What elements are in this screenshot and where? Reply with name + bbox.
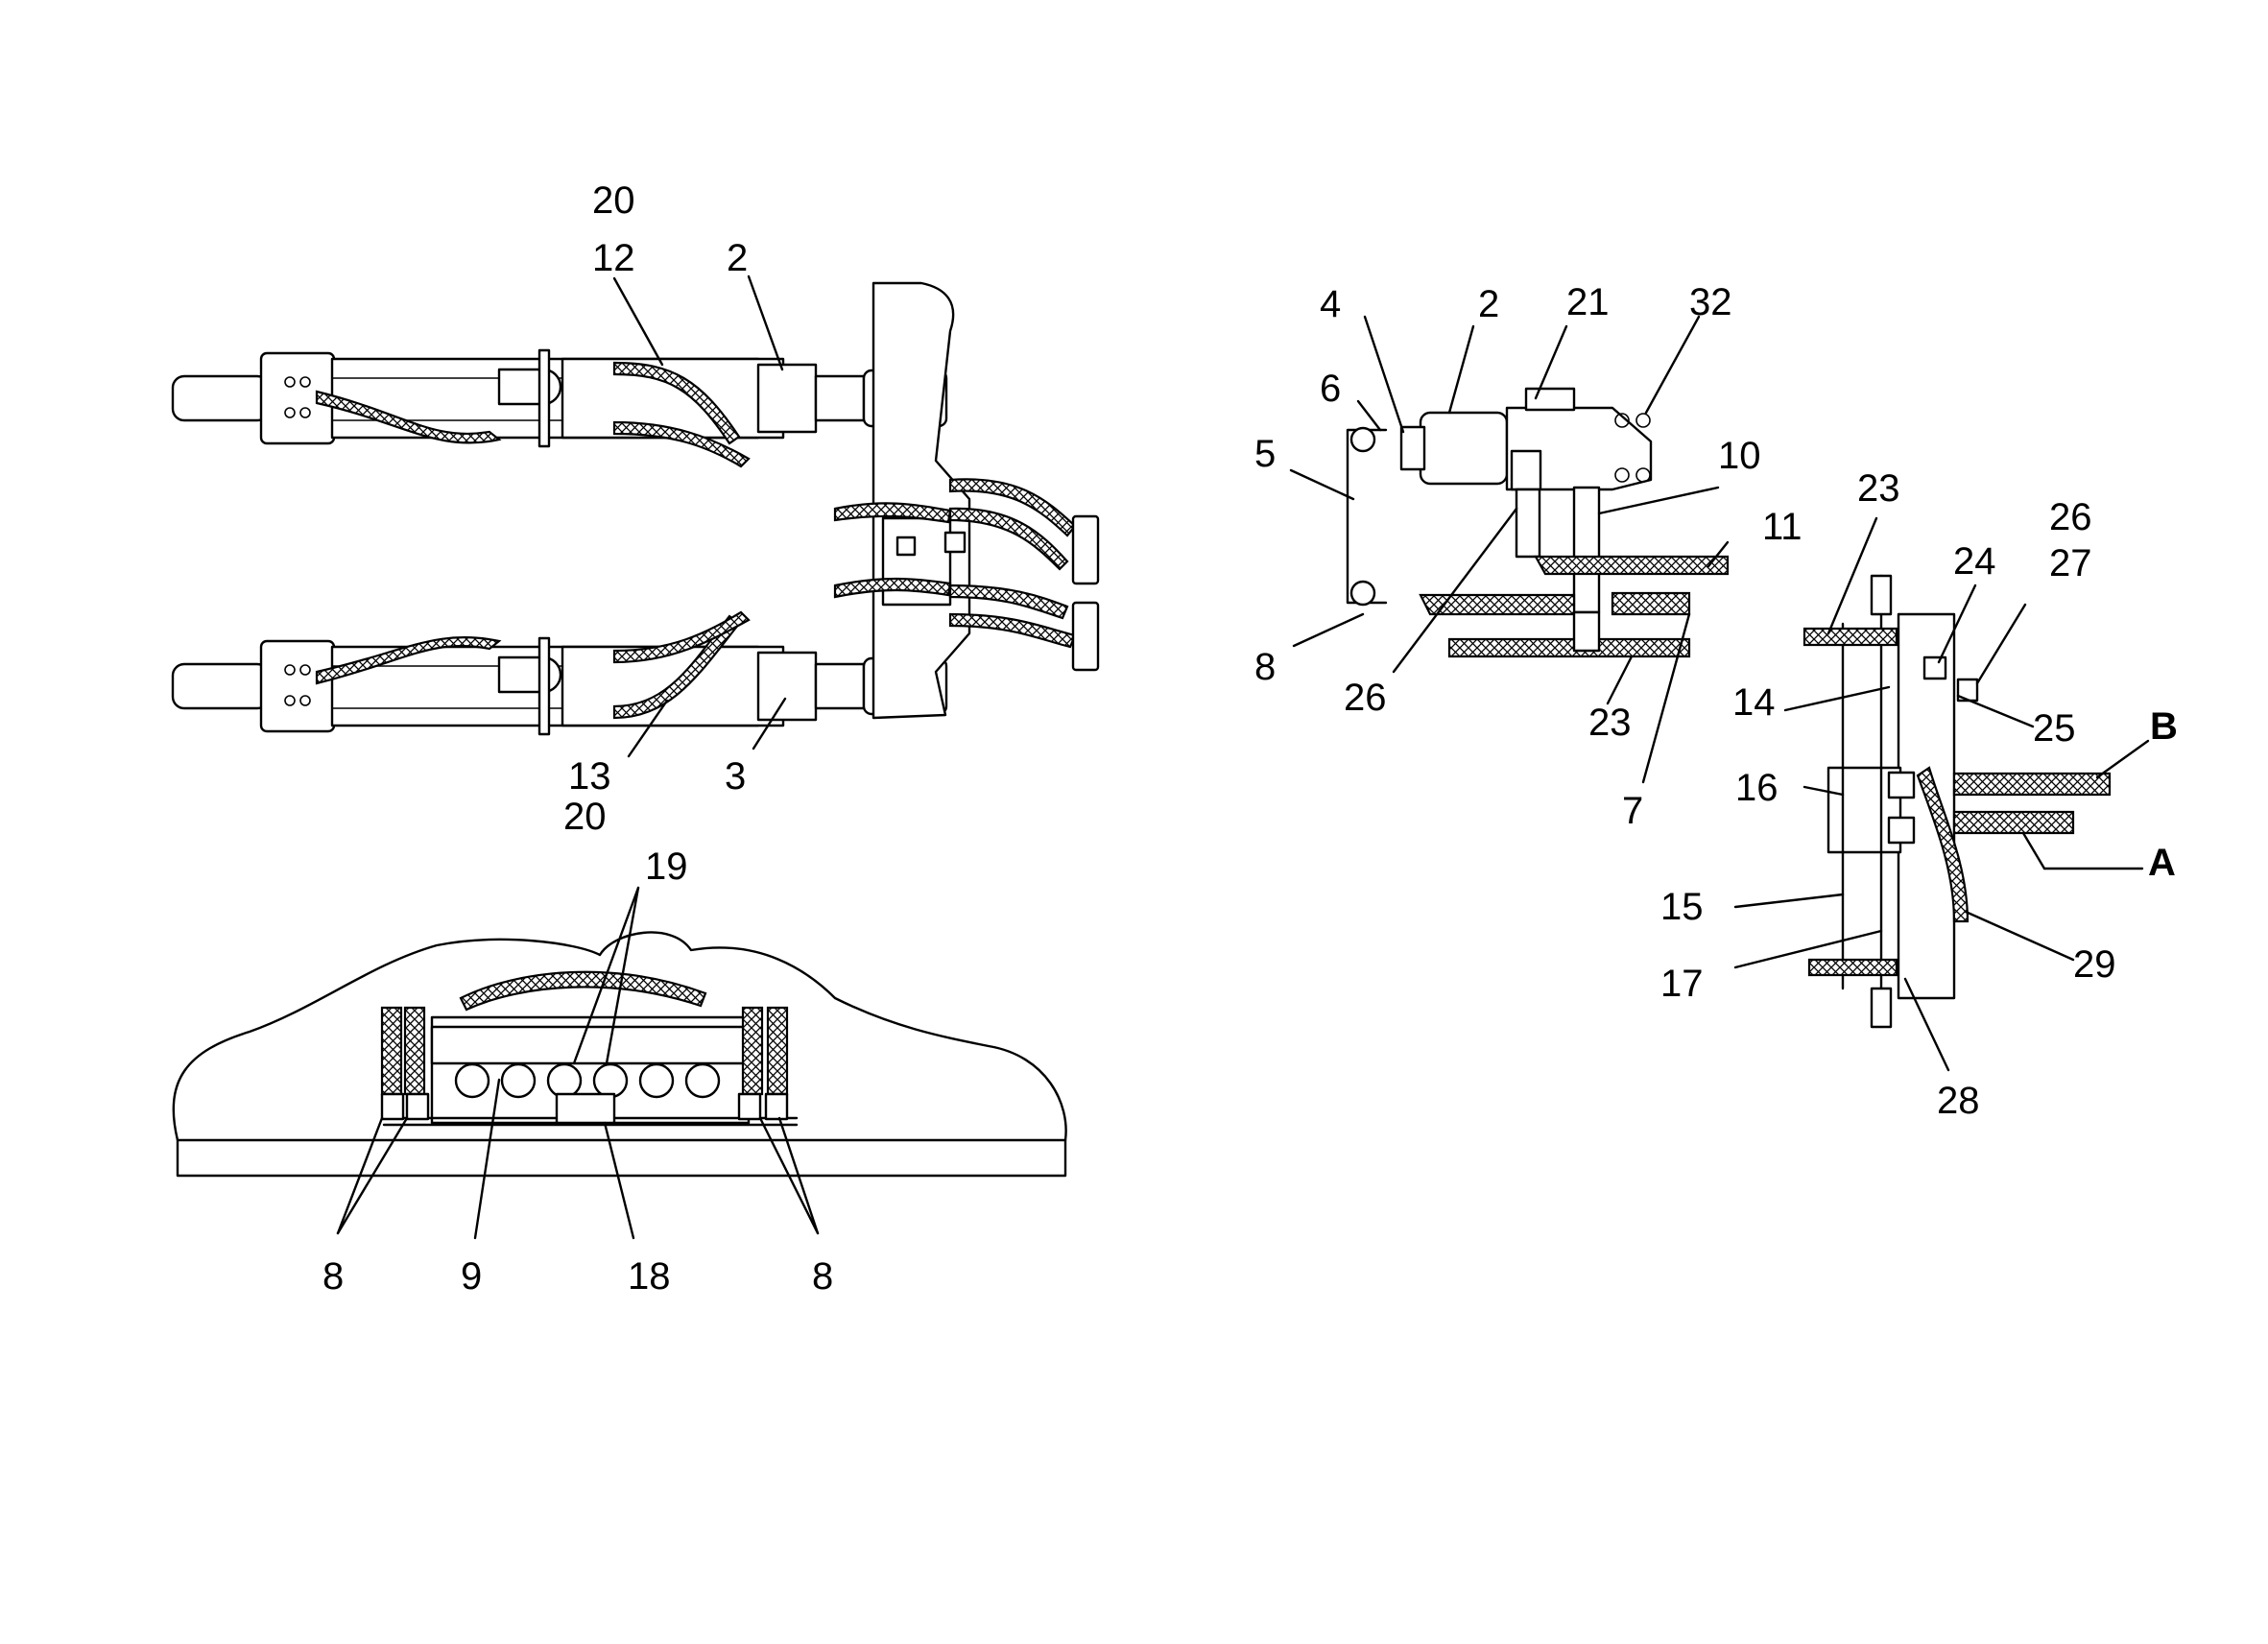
label-tl-20-bot: 20	[563, 796, 607, 838]
label-b-18: 18	[628, 1255, 671, 1298]
label-tr-4: 4	[1320, 283, 1341, 325]
label-tr-26: 26	[1344, 677, 1387, 719]
label-tr-10: 10	[1718, 435, 1761, 477]
label-tr-6: 6	[1320, 368, 1341, 410]
label-r-16: 16	[1735, 767, 1779, 809]
upper-cylinder	[171, 348, 948, 468]
label-r-24: 24	[1953, 540, 1996, 583]
label-tr-8: 8	[1254, 646, 1276, 688]
label-tr-2: 2	[1478, 283, 1499, 325]
label-r-26: 26	[2049, 496, 2092, 538]
label-r-28: 28	[1937, 1080, 1980, 1122]
label-r-27: 27	[2049, 542, 2092, 584]
label-r-14: 14	[1732, 681, 1776, 724]
label-b-9: 9	[461, 1255, 482, 1298]
label-r-23: 23	[1857, 467, 1900, 510]
label-r-29: 29	[2073, 943, 2116, 986]
label-r-15: 15	[1660, 886, 1704, 928]
label-tr-7: 7	[1622, 790, 1643, 832]
label-tl-20-top: 20	[592, 179, 635, 222]
right-manifold-view	[1733, 516, 2150, 1072]
label-r-A: A	[2148, 842, 2176, 884]
top-left-cylinder-view	[171, 274, 1100, 758]
label-tr-5: 5	[1254, 433, 1276, 475]
label-tr-21: 21	[1566, 281, 1610, 323]
label-tr-11: 11	[1762, 506, 1802, 548]
label-b-19: 19	[645, 846, 688, 888]
label-b-8-left: 8	[322, 1255, 344, 1298]
label-b-8-right: 8	[812, 1255, 833, 1298]
top-right-valve-view	[1289, 315, 1730, 784]
label-tr-23: 23	[1588, 702, 1632, 744]
label-tl-2: 2	[727, 237, 748, 279]
label-tr-32: 32	[1689, 281, 1732, 323]
label-r-25: 25	[2033, 707, 2076, 750]
label-r-B: B	[2150, 705, 2178, 748]
label-tl-12: 12	[592, 237, 635, 279]
label-tl-3: 3	[725, 755, 746, 798]
callout-labels: 20 12 2 13 20 3 4 2 21 32 6 5 10 11 8 26…	[322, 179, 2178, 1298]
label-tl-13: 13	[568, 755, 611, 798]
lower-cylinder	[171, 610, 948, 736]
label-r-17: 17	[1660, 963, 1704, 1005]
bottom-front-manifold-view	[172, 886, 1067, 1240]
